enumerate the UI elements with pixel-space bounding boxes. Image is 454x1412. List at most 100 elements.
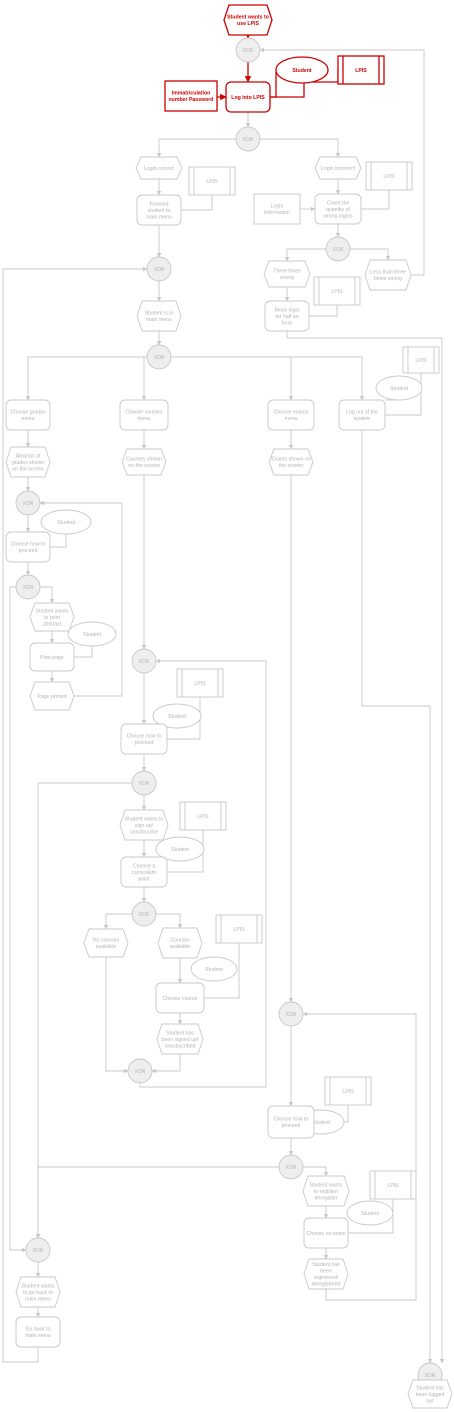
connector xyxy=(139,658,267,1088)
xor-x4: XOR xyxy=(146,256,172,282)
node-label: LPIS xyxy=(197,814,209,820)
node-label: LPIS xyxy=(355,68,367,74)
actor-shape xyxy=(190,956,238,982)
event-shape xyxy=(83,928,129,958)
info-shape xyxy=(253,193,301,225)
node-label: Student xyxy=(83,632,101,638)
xor-label: XOR xyxy=(286,1165,297,1171)
connector xyxy=(309,305,338,317)
connector xyxy=(39,500,123,697)
event-shape xyxy=(5,446,51,478)
connector xyxy=(40,586,55,604)
xor-x12: XOR xyxy=(278,1001,304,1027)
xor-label: XOR xyxy=(33,1248,44,1254)
system-shape xyxy=(313,276,361,306)
xor-label: XOR xyxy=(243,48,254,54)
function-shape xyxy=(225,81,271,113)
actor-shape xyxy=(155,836,205,862)
system-lpis-6: LPIS xyxy=(176,668,224,698)
xor-x13: XOR xyxy=(278,1154,304,1180)
actor-student-1: Student xyxy=(275,56,329,84)
xor-connector xyxy=(146,344,172,370)
connector xyxy=(286,331,445,1364)
node-label: Login incorrect xyxy=(321,166,356,172)
xor-label: XOR xyxy=(286,1012,297,1018)
xor-x7: XOR xyxy=(15,574,41,600)
xor-connector xyxy=(131,770,157,796)
xor-x3: XOR xyxy=(325,236,351,262)
connector xyxy=(74,646,93,658)
connector xyxy=(284,248,326,262)
system-shape xyxy=(337,55,385,85)
xor-connector xyxy=(15,574,41,600)
xor-label: XOR xyxy=(243,137,254,143)
xor-label: XOR xyxy=(139,781,150,787)
xor-label: XOR xyxy=(135,1069,146,1075)
connector xyxy=(35,1166,279,1239)
actor-shape xyxy=(67,621,117,647)
node-label: LPIS xyxy=(233,927,245,933)
xor-x6: XOR xyxy=(15,490,41,516)
connector xyxy=(171,356,365,401)
actor-student-4: Student xyxy=(67,621,117,647)
system-lpis-3: LPIS xyxy=(365,161,413,191)
function-shape xyxy=(267,399,315,431)
event-shape xyxy=(268,448,314,476)
func-choose-course: Choose course xyxy=(155,982,205,1014)
xor-label: XOR xyxy=(154,267,165,273)
xor-x11: XOR xyxy=(127,1058,153,1084)
xor-connector xyxy=(235,126,261,152)
connector xyxy=(50,534,67,548)
system-lpis-5: LPIS xyxy=(402,346,440,374)
node-label: LPIS xyxy=(331,289,343,295)
node-label: Student xyxy=(312,1120,330,1126)
event-shape xyxy=(121,448,167,476)
event-shape xyxy=(303,1258,349,1290)
actor-student-5: Student xyxy=(152,703,202,729)
xor-connector xyxy=(146,256,172,282)
func-choose-exam: Choose an exam xyxy=(303,1217,349,1249)
xor-label: XOR xyxy=(23,501,34,507)
xor-x5: XOR xyxy=(146,344,172,370)
info-shape xyxy=(164,80,218,112)
actor-shape xyxy=(375,375,423,401)
xor-x10: XOR xyxy=(131,901,157,927)
connectors xyxy=(2,32,445,1387)
event-shape xyxy=(136,300,182,332)
actor-student-2: Student xyxy=(375,375,423,401)
event-shape xyxy=(263,260,311,288)
xor-connector xyxy=(131,901,157,927)
